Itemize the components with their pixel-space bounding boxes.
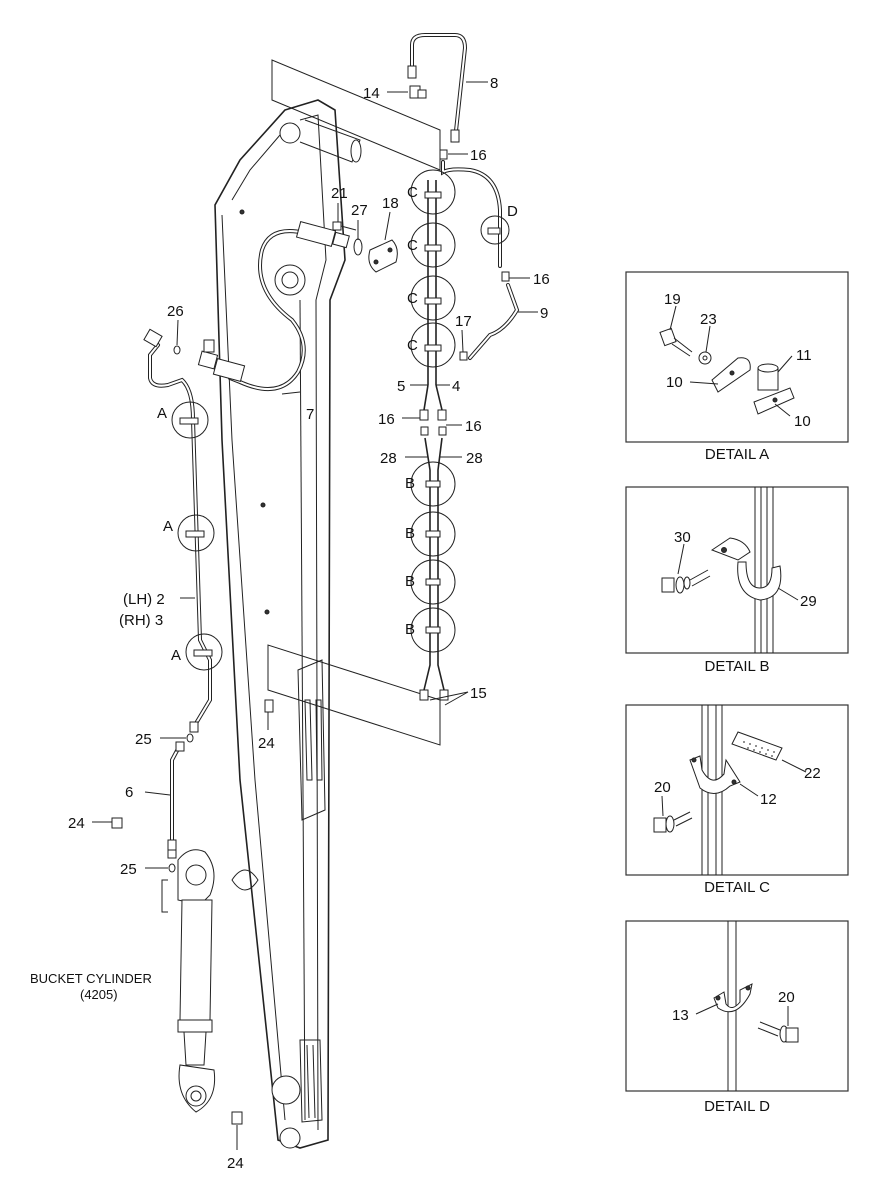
callout-28-left: 28 [380,450,397,467]
callout-a-1: A [157,405,167,422]
leader-lines [92,81,538,1150]
callout-b-4: B [405,621,415,638]
callout-b-3: B [405,573,415,590]
detail-b-callout-30: 30 [674,529,691,546]
split-flange-18 [368,239,398,273]
fitting-16-right [501,271,510,282]
callout-4: 4 [452,378,460,395]
bucket-cylinder-label: BUCKET CYLINDER [30,971,152,986]
callout-lh-2: (LH) 2 [123,591,165,608]
fitting-17 [459,351,468,361]
callout-16-right: 16 [533,271,550,288]
bucket-cylinder [161,849,216,1113]
detail-c-callout-20: 20 [654,779,671,796]
plug-24-arm [264,699,274,713]
detail-a-callout-10-lower: 10 [794,413,811,430]
detail-c-callout-12: 12 [760,791,777,808]
callout-b-1: B [405,475,415,492]
detail-b: 30 29 DETAIL B [625,486,849,675]
hose-9 [441,160,520,360]
detail-c: 20 22 12 DETAIL C [625,704,849,896]
callout-28-right: 28 [466,450,483,467]
callout-c-2: C [407,237,418,254]
hose-8 [407,33,468,143]
detail-c-frame [625,704,849,876]
callout-16-left: 16 [378,411,395,428]
callout-d: D [507,203,518,220]
hose-7 [197,221,350,391]
o-ring-25-upper [186,733,194,743]
clamp-circles-c [410,169,456,368]
clamp-circles-b [410,461,456,653]
o-ring-25-lower [168,863,176,873]
clamp-circle-d [480,215,510,245]
detail-a-callout-10-upper: 10 [666,374,683,391]
detail-d: 13 20 DETAIL D [625,920,849,1115]
callout-25-lower: 25 [120,861,137,878]
callout-18: 18 [382,195,399,212]
callout-21: 21 [331,185,348,202]
detail-d-callout-13: 13 [672,1007,689,1024]
hose-6 [167,741,185,859]
callout-24-left: 24 [68,815,85,832]
callout-26: 26 [167,303,184,320]
detail-a-frame [625,271,849,443]
callout-24-arm: 24 [258,735,275,752]
callout-16-mid: 16 [465,418,482,435]
bolt-21 [332,221,357,231]
callout-16-top: 16 [470,147,487,164]
detail-b-callout-29: 29 [800,593,817,610]
callout-9: 9 [540,305,548,322]
o-ring-26 [173,345,181,355]
arm-body [214,59,441,1149]
callout-c-3: C [407,290,418,307]
callout-14: 14 [363,85,380,102]
callout-5: 5 [397,378,405,395]
callout-27: 27 [351,202,368,219]
callout-7: 7 [306,406,314,423]
callout-24-bottom: 24 [227,1155,244,1172]
callout-a-2: A [163,518,173,535]
detail-c-callout-22: 22 [804,765,821,782]
callout-17: 17 [455,313,472,330]
bucket-cylinder-code: (4205) [80,987,118,1002]
fitting-16-top [439,149,448,160]
pipes-28 [419,437,449,701]
o-ring-27 [353,238,363,256]
callout-b-2: B [405,525,415,542]
detail-a-callout-11: 11 [796,347,812,364]
callout-6: 6 [125,784,133,801]
detail-d-title: DETAIL D [704,1098,770,1115]
detail-a-title: DETAIL A [705,446,769,463]
elbow-fitting-14 [409,85,427,99]
callout-c-1: C [407,184,418,201]
plug-24-bottom [231,1111,243,1125]
plug-24-left [111,817,123,829]
detail-c-title: DETAIL C [704,879,770,896]
callout-15: 15 [470,685,487,702]
detail-a-callout-19: 19 [664,291,681,308]
detail-a-callout-23: 23 [700,311,717,328]
detail-a: 19 23 11 10 10 DETAIL A [625,271,849,463]
callout-c-4: C [407,337,418,354]
detail-d-callout-20: 20 [778,989,795,1006]
detail-b-frame [625,486,849,654]
callout-25-upper: 25 [135,731,152,748]
detail-b-title: DETAIL B [704,658,769,675]
callout-rh-3: (RH) 3 [119,612,163,629]
callout-a-3: A [171,647,181,664]
pipes-4-5 [419,180,447,436]
clamp-circles-a [171,401,223,671]
callout-8: 8 [490,75,498,92]
callout-labels: 14 8 16 21 27 18 D 16 9 26 17 C C C C 5 … [30,75,550,1172]
